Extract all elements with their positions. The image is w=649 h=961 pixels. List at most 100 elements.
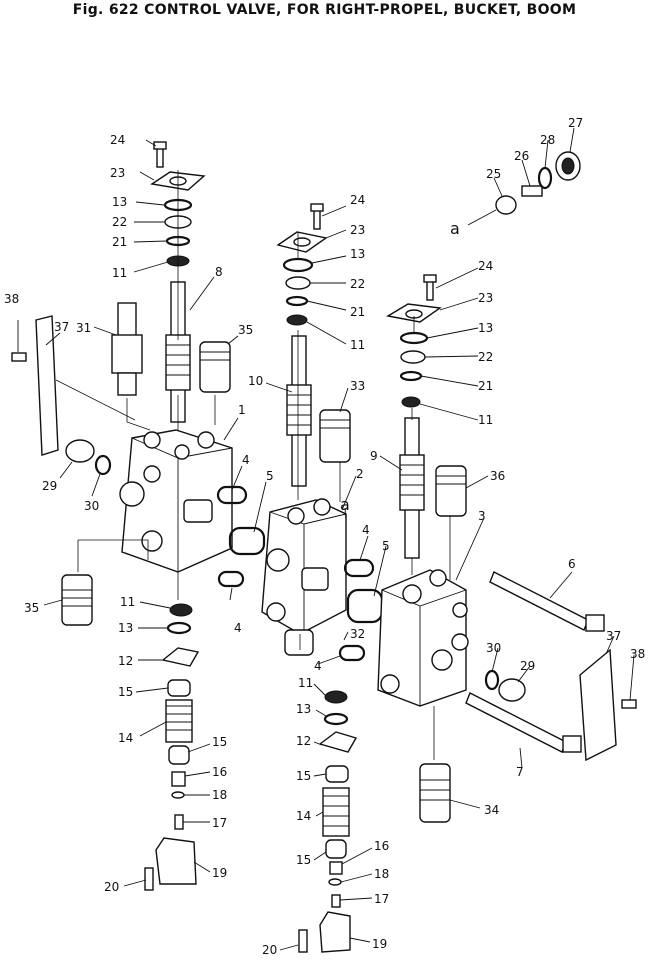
callout-13: 13 bbox=[118, 621, 133, 635]
callout-20: 20 bbox=[104, 880, 119, 894]
callout-27: 27 bbox=[568, 116, 583, 130]
oring-13-lower-middle bbox=[323, 712, 349, 726]
callout-24: 24 bbox=[478, 259, 493, 273]
callout-19: 19 bbox=[372, 937, 387, 951]
oring-4-left-b bbox=[217, 570, 245, 588]
callout-2: 2 bbox=[356, 467, 364, 481]
callout-36: 36 bbox=[490, 469, 505, 483]
spacer-16-middle bbox=[329, 861, 343, 875]
callout-4: 4 bbox=[242, 453, 250, 467]
callout-18: 18 bbox=[374, 867, 389, 881]
callout-37: 37 bbox=[54, 320, 69, 334]
callout-13: 13 bbox=[350, 247, 365, 261]
oring-28 bbox=[537, 166, 553, 190]
spring-26 bbox=[521, 185, 543, 197]
bolt-38-left bbox=[11, 352, 27, 362]
flange-12-left bbox=[161, 647, 200, 667]
callout-17: 17 bbox=[212, 816, 227, 830]
bolt-24-left-head bbox=[153, 141, 167, 150]
callout-12: 12 bbox=[118, 654, 133, 668]
callout-35: 35 bbox=[238, 323, 253, 337]
callout-4: 4 bbox=[362, 523, 370, 537]
callout-7: 7 bbox=[516, 765, 524, 779]
bolt-24-left bbox=[156, 146, 164, 168]
spacer-16-left bbox=[171, 771, 186, 787]
oring-4-left-a bbox=[216, 485, 248, 505]
seal-5-left bbox=[228, 526, 266, 556]
callout-38: 38 bbox=[4, 292, 19, 306]
callout-21: 21 bbox=[350, 305, 365, 319]
callout-11: 11 bbox=[350, 338, 365, 352]
callout-4: 4 bbox=[234, 621, 242, 635]
callout-16: 16 bbox=[212, 765, 227, 779]
seal-22-right bbox=[400, 350, 426, 364]
callout-8: 8 bbox=[215, 265, 223, 279]
callout-28: 28 bbox=[540, 133, 555, 147]
callout-31: 31 bbox=[76, 321, 91, 335]
cap-19-left bbox=[155, 837, 197, 885]
callout-14: 14 bbox=[118, 731, 133, 745]
poppet-25 bbox=[495, 195, 517, 215]
callout-22: 22 bbox=[478, 350, 493, 364]
retainer-15-middle-a bbox=[325, 765, 349, 783]
oring-30-left bbox=[94, 454, 112, 476]
oring-30-right bbox=[484, 669, 500, 691]
relief-valve-34 bbox=[419, 763, 451, 823]
callout-13: 13 bbox=[112, 195, 127, 209]
spring-14-left bbox=[165, 699, 193, 743]
callout-11: 11 bbox=[298, 676, 313, 690]
callout-4: 4 bbox=[314, 659, 322, 673]
callout-23: 23 bbox=[110, 166, 125, 180]
assembly-left bbox=[11, 141, 266, 891]
oring-13-lower-left bbox=[166, 621, 192, 635]
seal-5-middle bbox=[346, 588, 384, 624]
callout-34: 34 bbox=[484, 803, 499, 817]
assembly-right bbox=[377, 274, 637, 823]
callout-15: 15 bbox=[212, 735, 227, 749]
bolt-17-middle bbox=[331, 894, 341, 908]
callout-24: 24 bbox=[350, 193, 365, 207]
callout-15: 15 bbox=[296, 853, 311, 867]
callout-23: 23 bbox=[350, 223, 365, 237]
callout-22: 22 bbox=[350, 277, 365, 291]
retainer-15-middle-b bbox=[325, 839, 347, 859]
relief-valve-35-upper bbox=[199, 341, 231, 393]
callout-10: 10 bbox=[248, 374, 263, 388]
relief-valve-35-lower bbox=[61, 574, 93, 626]
callout-37: 37 bbox=[606, 629, 621, 643]
leader-lines bbox=[17, 127, 635, 951]
callout-16: 16 bbox=[374, 839, 389, 853]
callout-24: 24 bbox=[110, 133, 125, 147]
callout-21: 21 bbox=[112, 235, 127, 249]
bolt-38-right bbox=[621, 699, 637, 709]
plate-37-right bbox=[579, 648, 617, 762]
nut-11-right bbox=[401, 396, 421, 408]
callout-3: 3 bbox=[478, 509, 486, 523]
callout-17: 17 bbox=[374, 892, 389, 906]
callout-6: 6 bbox=[568, 557, 576, 571]
callout-14: 14 bbox=[296, 809, 311, 823]
oring-13-middle bbox=[282, 257, 314, 273]
relief-valve-36 bbox=[435, 465, 467, 517]
flange-12-middle bbox=[318, 731, 358, 753]
spring-14-middle bbox=[322, 787, 350, 837]
callout-21: 21 bbox=[478, 379, 493, 393]
figure-title: Fig. 622 CONTROL VALVE, FOR RIGHT-PROPEL… bbox=[72, 2, 577, 18]
ring-21-right bbox=[399, 370, 423, 382]
plug-29-right bbox=[498, 678, 526, 702]
assembly-middle bbox=[261, 203, 384, 953]
callout-13: 13 bbox=[478, 321, 493, 335]
washer-18-middle bbox=[328, 878, 342, 886]
callout-33: 33 bbox=[350, 379, 365, 393]
tie-bolt-7 bbox=[465, 692, 567, 753]
nut-11-lower-middle bbox=[324, 690, 348, 704]
callout-23: 23 bbox=[478, 291, 493, 305]
tie-bolt-6 bbox=[489, 571, 589, 631]
callout-18: 18 bbox=[212, 788, 227, 802]
plug-29-left bbox=[65, 439, 95, 463]
callout-35: 35 bbox=[24, 601, 39, 615]
callout-32: 32 bbox=[350, 627, 365, 641]
bolt-17-left bbox=[174, 814, 184, 830]
callout-30: 30 bbox=[486, 641, 501, 655]
